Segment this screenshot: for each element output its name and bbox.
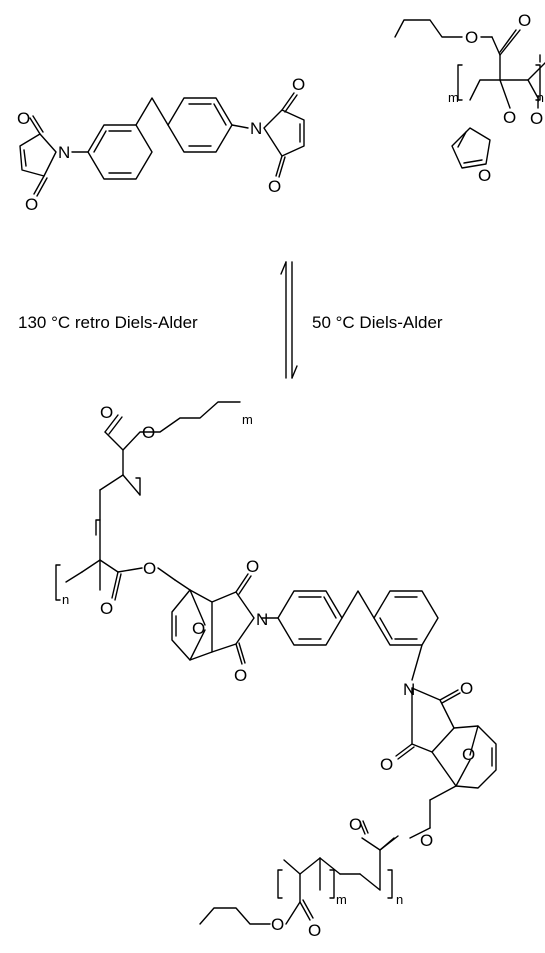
adduct-bottom-carbonyl-oxygen: O [349, 815, 362, 834]
adduct-bottom-butyl-carbonyl-oxygen: O [308, 921, 321, 940]
maleimide-right-oxygen-top: O [292, 75, 305, 94]
bismaleimide-bonds [19, 92, 305, 197]
adduct-bottom-butyl-ester-oxygen: O [271, 915, 284, 934]
adduct-subscript-n: n [62, 592, 69, 607]
furan-oxygen: O [478, 166, 491, 185]
adduct-linker-ester-oxygen: O [143, 559, 156, 578]
bridge-oxygen-right: O [462, 745, 475, 764]
top-subscript-n: n [537, 90, 544, 105]
furan-bonds [451, 127, 491, 169]
imide-right-oxygen-bottom: O [380, 755, 393, 774]
maleimide-right-oxygen-bottom: O [268, 177, 281, 196]
adduct-linker-carbonyl-oxygen: O [100, 599, 113, 618]
adduct-top-ester-oxygen: O [142, 423, 155, 442]
imide-left-oxygen-bottom: O [234, 666, 247, 685]
bottom-subscript-n: n [396, 892, 403, 907]
adduct-bottom-linker-oxygen: O [420, 831, 433, 850]
maleimide-left-nitrogen: N [58, 143, 70, 162]
top-subscript-m: m [448, 90, 459, 105]
imide-right-oxygen-top: O [460, 679, 473, 698]
maleimide-left-oxygen-top: O [17, 109, 30, 128]
adduct-subscript-m: m [242, 412, 253, 427]
subscripts: m n m n m n [62, 90, 544, 907]
imide-left-nitrogen: N [256, 610, 268, 629]
bridge-oxygen-left: O [192, 619, 205, 638]
condition-diels-alder: 50 °C Diels-Alder [312, 313, 443, 332]
adduct-bonds [55, 401, 497, 925]
adduct-top-carbonyl-oxygen: O [100, 403, 113, 422]
maleimide-right-nitrogen: N [250, 119, 262, 138]
furfuryl-ester-oxygen: O [530, 109, 543, 128]
atom-labels: O O O O O O O N N O O O O O O O O O N N … [17, 11, 543, 940]
imide-right-nitrogen: N [403, 680, 415, 699]
bottom-subscript-m: m [336, 892, 347, 907]
imide-left-oxygen-top: O [246, 557, 259, 576]
top-copolymer-bonds [394, 19, 545, 109]
top-ester-oxygen: O [465, 28, 478, 47]
top-carbonyl-oxygen: O [518, 11, 531, 30]
condition-retro-diels-alder: 130 °C retro Diels-Alder [18, 313, 198, 332]
maleimide-left-oxygen-bottom: O [25, 195, 38, 214]
equilibrium-arrows [280, 261, 298, 379]
furfuryl-carbonyl-oxygen: O [503, 108, 516, 127]
